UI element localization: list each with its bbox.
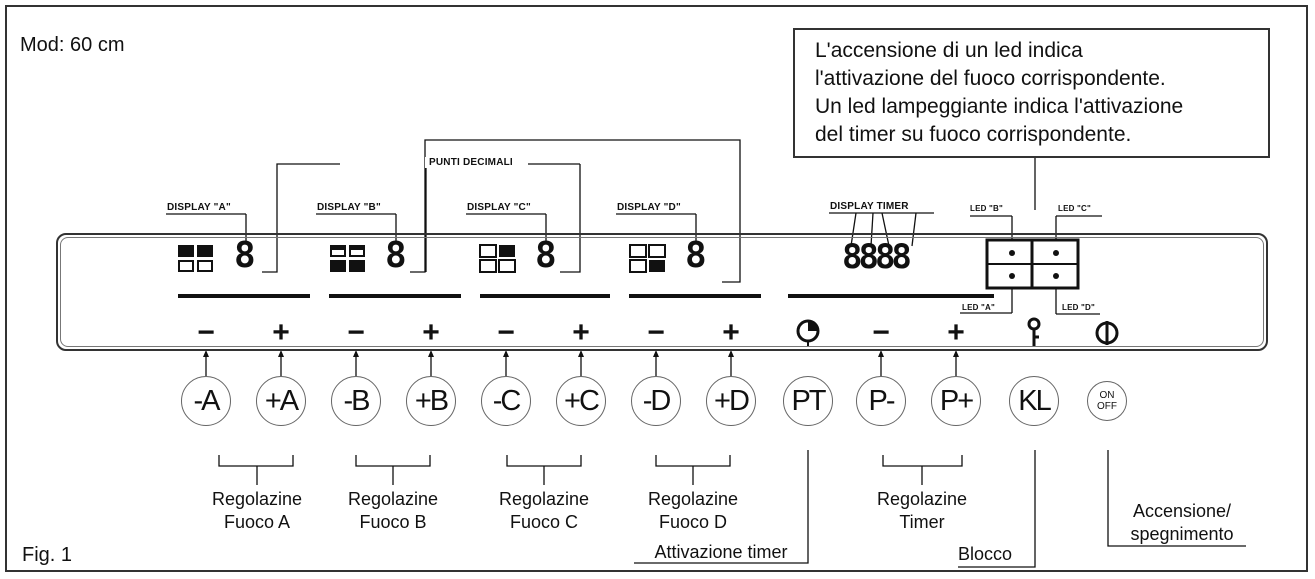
- caption-accensione: Accensione/ spegnimento: [1112, 500, 1252, 545]
- lock-kl-button[interactable]: KL: [1009, 376, 1059, 426]
- note-line-4: del timer su fuoco corrispondente.: [815, 123, 1132, 146]
- led-a-label: LED "A": [962, 303, 995, 312]
- digit-c: 8: [535, 235, 557, 276]
- led-c-label: LED "C": [1058, 204, 1091, 213]
- caption-fuoco-b: Regolazine Fuoco B: [333, 488, 453, 533]
- clock-icon: [796, 319, 820, 346]
- digit-a: 8: [234, 235, 256, 276]
- zone-a-bar: [178, 294, 310, 298]
- note-line-1: L'accensione di un led indica: [815, 39, 1083, 62]
- plus-b-symbol[interactable]: +: [422, 316, 440, 349]
- timer-minus-button[interactable]: P-: [856, 376, 906, 426]
- caption-blocco: Blocco: [958, 544, 1013, 564]
- minus-b-button[interactable]: -B: [331, 376, 381, 426]
- note-line-3: Un led lampeggiante indica l'attivazione: [815, 95, 1184, 118]
- plus-d-symbol[interactable]: +: [722, 316, 740, 349]
- led-note-box: L'accensione di un led indica l'attivazi…: [793, 28, 1270, 158]
- timer-pt-button[interactable]: PT: [783, 376, 833, 426]
- digit-d: 8: [685, 235, 707, 276]
- display-b-label: DISPLAY "B": [317, 202, 381, 213]
- digit-b: 8: [385, 235, 407, 276]
- plus-c-symbol[interactable]: +: [572, 316, 590, 349]
- minus-b-symbol[interactable]: −: [347, 316, 365, 349]
- led-box: [985, 238, 1080, 290]
- timer-digits: 8888: [842, 237, 912, 277]
- display-c-label: DISPLAY "C": [467, 202, 531, 213]
- minus-c-button[interactable]: -C: [481, 376, 531, 426]
- led-d-label: LED "D": [1062, 303, 1095, 312]
- caption-accensione-line-1: Accensione/: [1132, 501, 1232, 521]
- caption-accensione-line-2: spegnimento: [1130, 523, 1234, 544]
- model-label: Mod: 60 cm: [20, 34, 125, 56]
- minus-d-symbol[interactable]: −: [647, 316, 665, 349]
- led-b-label: LED "B": [970, 204, 1003, 213]
- zone-indicator-d: [629, 244, 666, 273]
- caption-fuoco-c: Regolazine Fuoco C: [484, 488, 604, 533]
- off-label: OFF: [1097, 401, 1117, 412]
- zone-indicator-a: [178, 245, 213, 272]
- display-d-label: DISPLAY "D": [617, 202, 681, 213]
- power-icon: [1095, 321, 1119, 345]
- caption-fuoco-a: Regolazine Fuoco A: [197, 488, 317, 533]
- plus-a-button[interactable]: +A: [256, 376, 306, 426]
- display-a-label: DISPLAY "A": [167, 202, 231, 213]
- caption-fuoco-c-line-1: Regolazine: [498, 489, 590, 509]
- minus-d-button[interactable]: -D: [631, 376, 681, 426]
- caption-timer-line-1: Regolazine: [876, 489, 968, 509]
- plus-a-symbol[interactable]: +: [272, 316, 290, 349]
- caption-fuoco-d: Regolazine Fuoco D: [633, 488, 753, 533]
- zone-d-bar: [629, 294, 761, 298]
- caption-timer: Regolazine Timer: [862, 488, 982, 533]
- caption-timer-line-2: Timer: [899, 511, 945, 532]
- caption-fuoco-a-line-2: Fuoco A: [223, 511, 291, 532]
- plus-timer-symbol[interactable]: +: [947, 316, 965, 349]
- on-off-button[interactable]: ON OFF: [1087, 381, 1127, 421]
- caption-fuoco-b-line-1: Regolazine: [347, 489, 439, 509]
- key-icon: [1027, 317, 1041, 346]
- timer-plus-button[interactable]: P+: [931, 376, 981, 426]
- figure-frame: [5, 5, 1308, 572]
- caption-fuoco-c-line-2: Fuoco C: [509, 511, 579, 532]
- zone-b-bar: [329, 294, 461, 298]
- plus-b-button[interactable]: +B: [406, 376, 456, 426]
- display-timer-label: DISPLAY TIMER: [830, 201, 909, 212]
- timer-bar: [788, 294, 994, 298]
- caption-attivazione-timer: Attivazione timer: [654, 542, 788, 562]
- minus-a-symbol[interactable]: −: [197, 316, 215, 349]
- plus-d-button[interactable]: +D: [706, 376, 756, 426]
- plus-c-button[interactable]: +C: [556, 376, 606, 426]
- minus-a-button[interactable]: -A: [181, 376, 231, 426]
- minus-timer-symbol[interactable]: −: [872, 316, 890, 349]
- on-label: ON: [1099, 390, 1115, 401]
- note-line-2: l'attivazione del fuoco corrispondente.: [815, 67, 1166, 90]
- zone-c-bar: [480, 294, 610, 298]
- zone-indicator-b: [330, 245, 365, 272]
- control-panel: [56, 233, 1268, 351]
- minus-c-symbol[interactable]: −: [497, 316, 515, 349]
- caption-fuoco-d-line-1: Regolazine: [647, 489, 739, 509]
- caption-fuoco-a-line-1: Regolazine: [211, 489, 303, 509]
- caption-fuoco-b-line-2: Fuoco B: [359, 511, 427, 532]
- caption-fuoco-d-line-2: Fuoco D: [658, 511, 728, 532]
- zone-indicator-c: [479, 244, 516, 273]
- control-panel-inner: [60, 237, 1264, 347]
- punti-decimali-label: PUNTI DECIMALI: [425, 157, 517, 168]
- figure-label: Fig. 1: [22, 544, 73, 566]
